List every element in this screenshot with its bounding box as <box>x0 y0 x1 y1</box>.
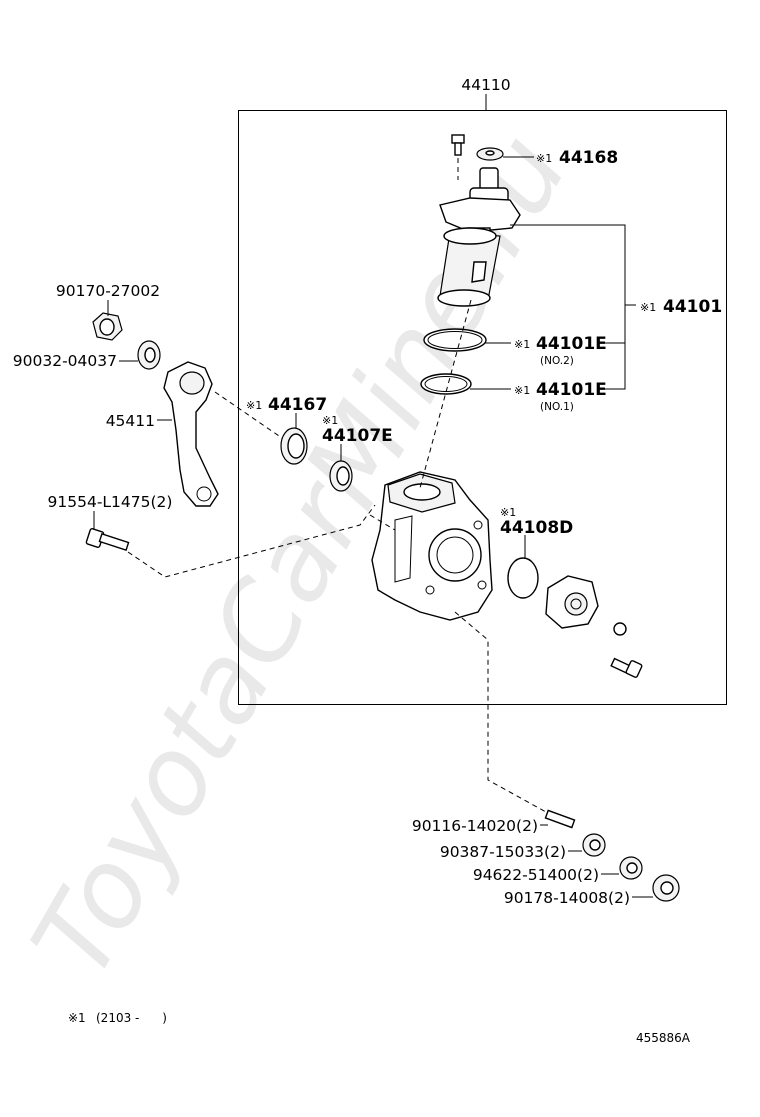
footnote-text: (2103 - ) <box>96 1011 167 1025</box>
part-number: 44101E <box>536 334 607 354</box>
label-90178[interactable]: 90178-14008(2) <box>504 889 630 907</box>
bolt-cover-part <box>610 657 643 678</box>
callout-mark: ※1 <box>536 152 552 165</box>
callout-mark: ※1 <box>640 301 656 314</box>
part-number: 44101 <box>663 297 722 317</box>
part-number: 44167 <box>268 395 327 415</box>
gear-housing-part <box>371 471 493 621</box>
footnote-mark: ※1 <box>68 1011 86 1025</box>
bolt-91554-part <box>85 528 130 552</box>
nut-90170-part <box>92 312 123 341</box>
callout-44101[interactable]: ※1 44101 <box>640 297 722 317</box>
part-number: 44108D <box>500 518 573 538</box>
label-90387[interactable]: 90387-15033(2) <box>440 843 566 861</box>
callout-44168[interactable]: ※1 44168 <box>536 148 618 168</box>
callout-mark: ※1 <box>514 384 530 397</box>
footnote: ※1 (2103 - ) <box>68 1011 167 1025</box>
washer-94622-part <box>619 856 643 880</box>
nut-90178-part <box>652 874 680 902</box>
part-number: 44107E <box>322 426 393 446</box>
assembly-box <box>238 110 727 705</box>
callout-44101e-no2[interactable]: ※1 44101E (NO.2) <box>514 334 607 367</box>
callout-mark: ※1 <box>246 399 262 412</box>
o-ring-44108d-part <box>507 557 539 599</box>
bolt-top-part <box>451 134 465 156</box>
diagram-id: 455886A <box>636 1031 691 1045</box>
callout-mark: ※1 <box>500 506 516 519</box>
label-90170[interactable]: 90170-27002 <box>56 282 160 300</box>
stud-90116-part <box>544 809 576 829</box>
end-cover-part <box>545 575 599 629</box>
callout-44108d[interactable]: ※1 44108D <box>500 506 573 538</box>
part-number: 44168 <box>559 148 618 168</box>
o-ring-no1-part <box>420 373 472 395</box>
nut-small-part <box>613 622 627 636</box>
assembly-number: 44110 <box>461 76 510 94</box>
callout-44107e[interactable]: ※1 44107E <box>322 414 393 446</box>
part-number: 44101E <box>536 380 607 400</box>
valve-body-part <box>437 167 521 307</box>
washer-90387-part <box>582 833 606 857</box>
label-94622[interactable]: 94622-51400(2) <box>473 866 599 884</box>
callout-mark: ※1 <box>322 414 338 427</box>
label-90032[interactable]: 90032-04037 <box>13 352 117 370</box>
part-sub-label: (NO.1) <box>540 401 574 413</box>
callout-44101e-no1[interactable]: ※1 44101E (NO.1) <box>514 380 607 413</box>
o-ring-no2-part <box>423 328 487 352</box>
label-45411[interactable]: 45411 <box>106 412 155 430</box>
callout-mark: ※1 <box>514 338 530 351</box>
part-sub-label: (NO.2) <box>540 355 574 367</box>
label-91554[interactable]: 91554-L1475(2) <box>48 493 173 511</box>
pitman-arm-part <box>163 361 219 507</box>
callout-44167[interactable]: ※1 44167 <box>246 395 327 415</box>
label-90116[interactable]: 90116-14020(2) <box>412 817 538 835</box>
